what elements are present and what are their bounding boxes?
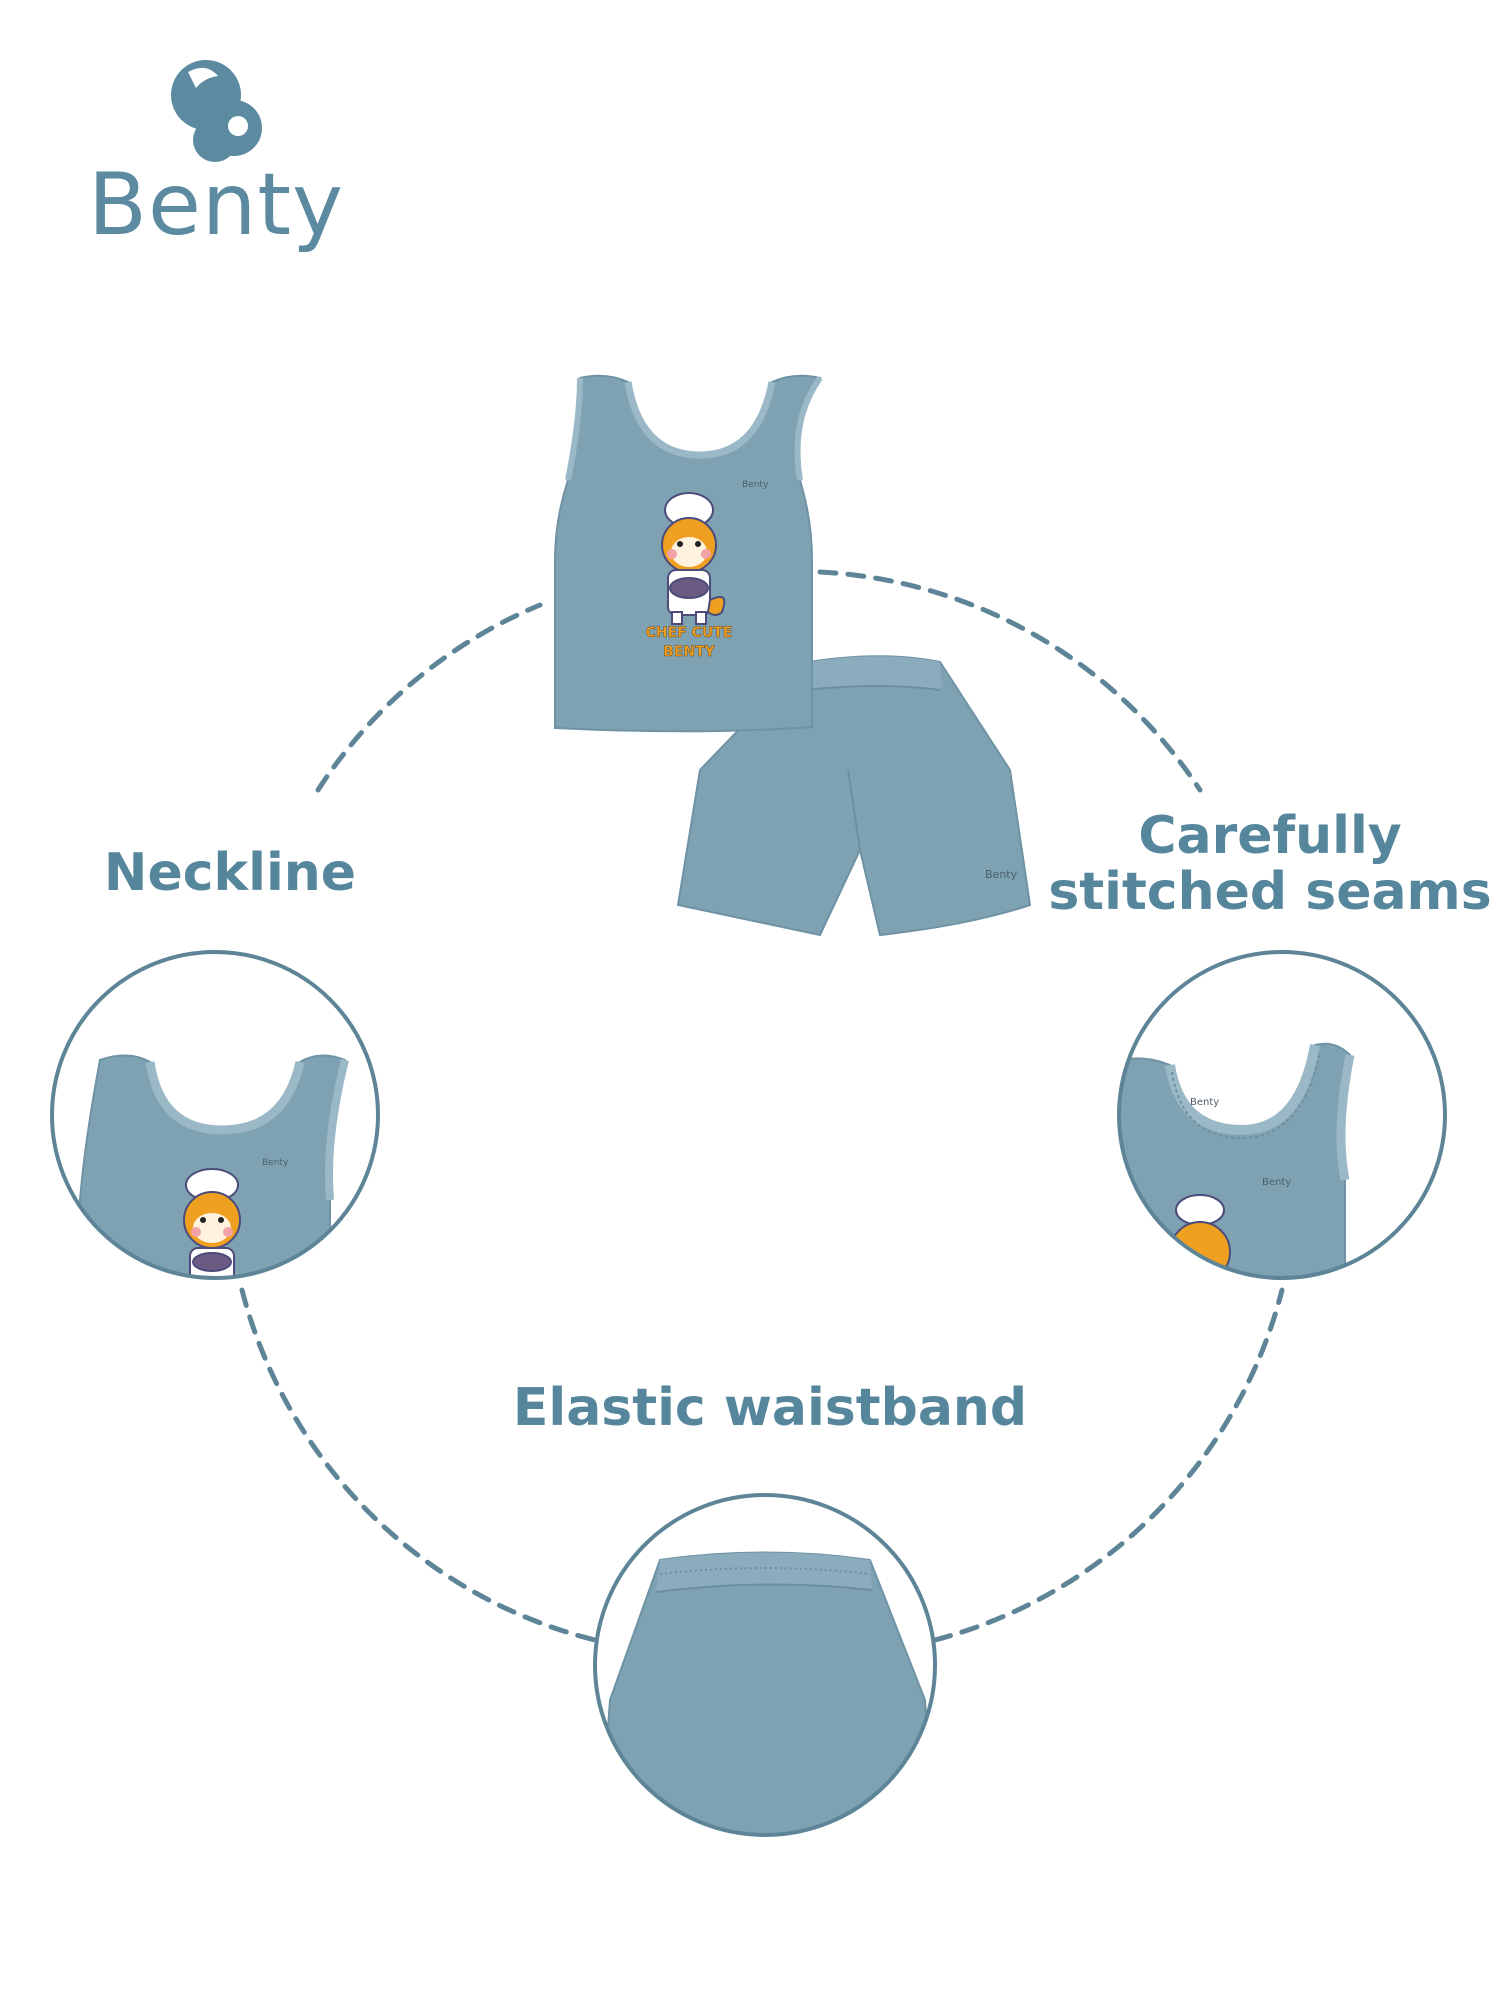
feature-label-neckline: Neckline (103, 843, 357, 903)
brand-mark-icon (171, 60, 262, 162)
tank-tag-text: Benty (742, 480, 769, 490)
neckline-tag-text: Benty (262, 1158, 289, 1168)
feature-label-seams-line-1: Carefully (1138, 806, 1402, 866)
print-text-line-2: BENTY (663, 644, 716, 660)
chef-mascot-print (661, 492, 726, 625)
feature-label-waistband: Elastic waistband (512, 1378, 1028, 1438)
collar-label-text: Benty (1190, 1097, 1219, 1108)
feature-label-seams-line-2: stitched seams (1048, 862, 1492, 923)
shorts-tag-text: Benty (985, 868, 1018, 881)
seams-tag-text: Benty (1262, 1177, 1291, 1188)
print-text-line-1: CHEF CUTE (646, 625, 733, 641)
ring-arc-bottom-right (932, 1287, 1285, 1643)
ring-arc-bottom-left (239, 1287, 598, 1643)
brand-name: Benty (88, 155, 345, 255)
tank-top-illustration: Benty CHEF CUTE BENTY (554, 374, 823, 733)
ring-arc-top-left (315, 602, 543, 793)
ring-arc-top-right (817, 569, 1203, 793)
feature-label-seams: Carefully stitched seams (1040, 808, 1500, 920)
